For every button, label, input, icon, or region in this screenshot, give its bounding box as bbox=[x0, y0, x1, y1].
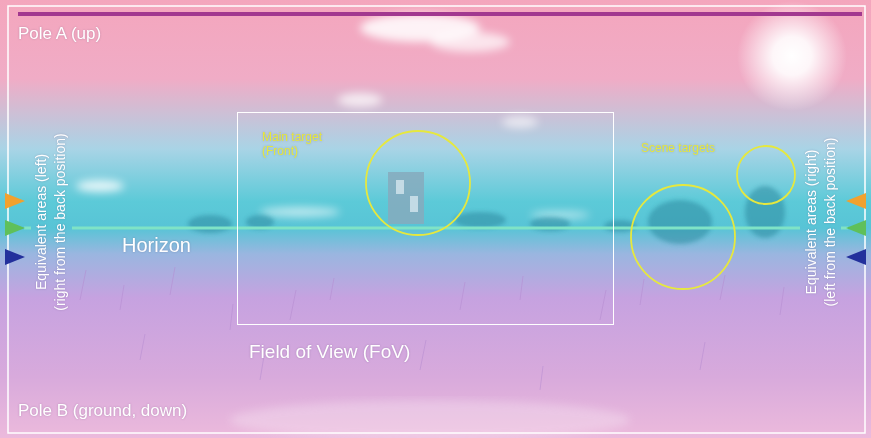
edge-area-label: (left from the back position) bbox=[822, 138, 838, 307]
target-label: Main target (Front) bbox=[262, 131, 342, 159]
illustration-part bbox=[530, 211, 590, 219]
illustration-part bbox=[5, 249, 25, 265]
target-label: Scene targets bbox=[641, 142, 715, 156]
edge-area-label: Equivalent areas (left) bbox=[33, 154, 49, 290]
field-texture bbox=[80, 267, 784, 390]
edge-area-label: Equivalent areas (right) bbox=[803, 150, 819, 295]
illustration-part bbox=[502, 116, 538, 128]
sun bbox=[737, 1, 847, 111]
tower-ruin bbox=[388, 172, 424, 224]
illustration-part bbox=[430, 32, 510, 52]
horizon-label: Horizon bbox=[122, 234, 191, 257]
edge-markers bbox=[5, 193, 866, 265]
pole-label: Pole A (up) bbox=[18, 24, 101, 44]
illustration-part bbox=[260, 207, 340, 217]
pole-line bbox=[18, 12, 862, 16]
illustration-part bbox=[396, 180, 404, 194]
illustration-part bbox=[846, 193, 866, 209]
illustration-part bbox=[737, 146, 795, 204]
illustration-part bbox=[648, 200, 712, 244]
illustration-part bbox=[76, 180, 124, 192]
illustration-part bbox=[745, 186, 785, 238]
illustration-part bbox=[72, 227, 800, 230]
illustration-part bbox=[460, 275, 784, 320]
illustration-part bbox=[80, 267, 334, 330]
illustration-part bbox=[454, 212, 506, 228]
illustration-part bbox=[410, 196, 418, 212]
target-circles bbox=[366, 131, 795, 289]
illustration-part bbox=[24, 227, 31, 230]
illustration-part bbox=[338, 93, 382, 107]
illustration-part bbox=[846, 249, 866, 265]
illustration-part bbox=[846, 220, 866, 236]
illustration-part bbox=[5, 193, 25, 209]
illustration-part bbox=[388, 172, 424, 224]
pole-label: Pole B (ground, down) bbox=[18, 401, 187, 421]
tree-line bbox=[188, 186, 785, 244]
illustration-part bbox=[366, 131, 470, 235]
clouds bbox=[76, 14, 590, 219]
illustration-part bbox=[188, 215, 232, 233]
illustration-part bbox=[5, 220, 25, 236]
illustration-part bbox=[631, 185, 735, 289]
region-label: Field of View (FoV) bbox=[249, 341, 410, 363]
edge-area-label: (right from the back position) bbox=[52, 133, 68, 310]
panorama-frame bbox=[8, 6, 865, 433]
horizon-line bbox=[24, 227, 848, 230]
illustration-part bbox=[140, 334, 705, 390]
